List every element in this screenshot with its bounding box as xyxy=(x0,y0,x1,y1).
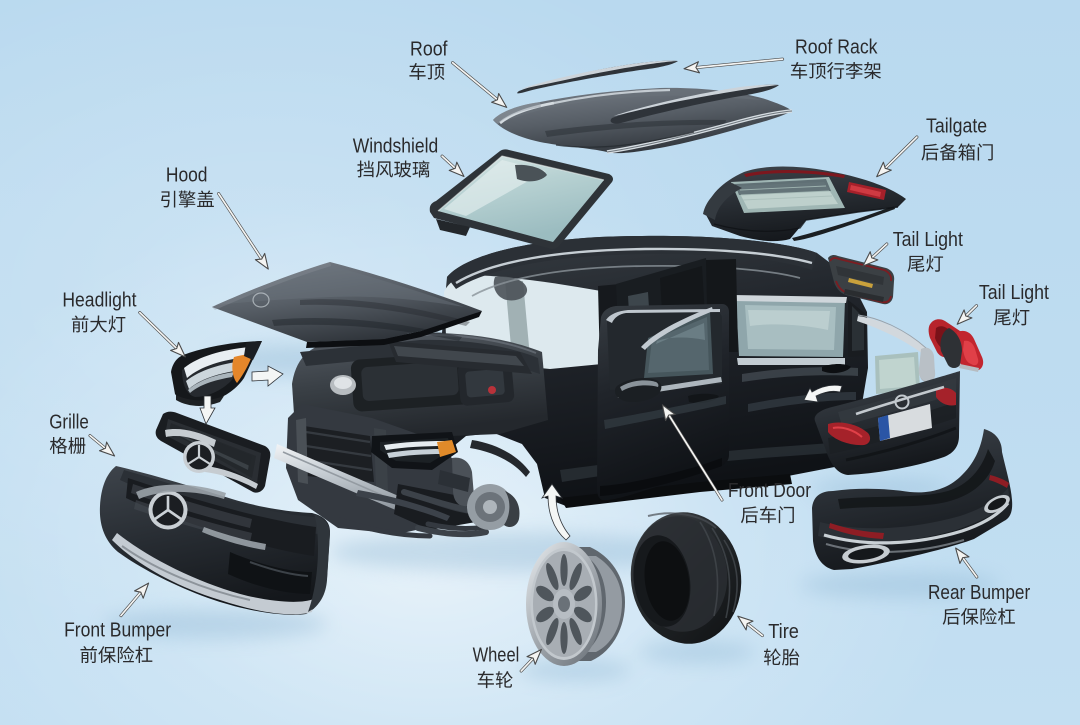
svg-text:Windshield: Windshield xyxy=(353,136,439,158)
svg-text:Wheel: Wheel xyxy=(473,645,520,667)
svg-text:Front Bumper: Front Bumper xyxy=(64,620,171,642)
svg-text:Roof: Roof xyxy=(410,38,448,60)
svg-text:Tail Light: Tail Light xyxy=(893,229,963,251)
svg-text:Rear Bumper: Rear Bumper xyxy=(928,582,1030,604)
svg-text:Roof Rack: Roof Rack xyxy=(795,37,878,59)
svg-text:Tailgate: Tailgate xyxy=(926,116,987,138)
svg-text:Grille: Grille xyxy=(49,411,89,433)
svg-text:Hood: Hood xyxy=(166,165,208,187)
svg-text:Headlight: Headlight xyxy=(62,290,136,312)
svg-text:Front Door: Front Door xyxy=(728,480,811,502)
svg-text:Tire: Tire xyxy=(768,621,799,643)
svg-text:Tail Light: Tail Light xyxy=(979,282,1049,304)
